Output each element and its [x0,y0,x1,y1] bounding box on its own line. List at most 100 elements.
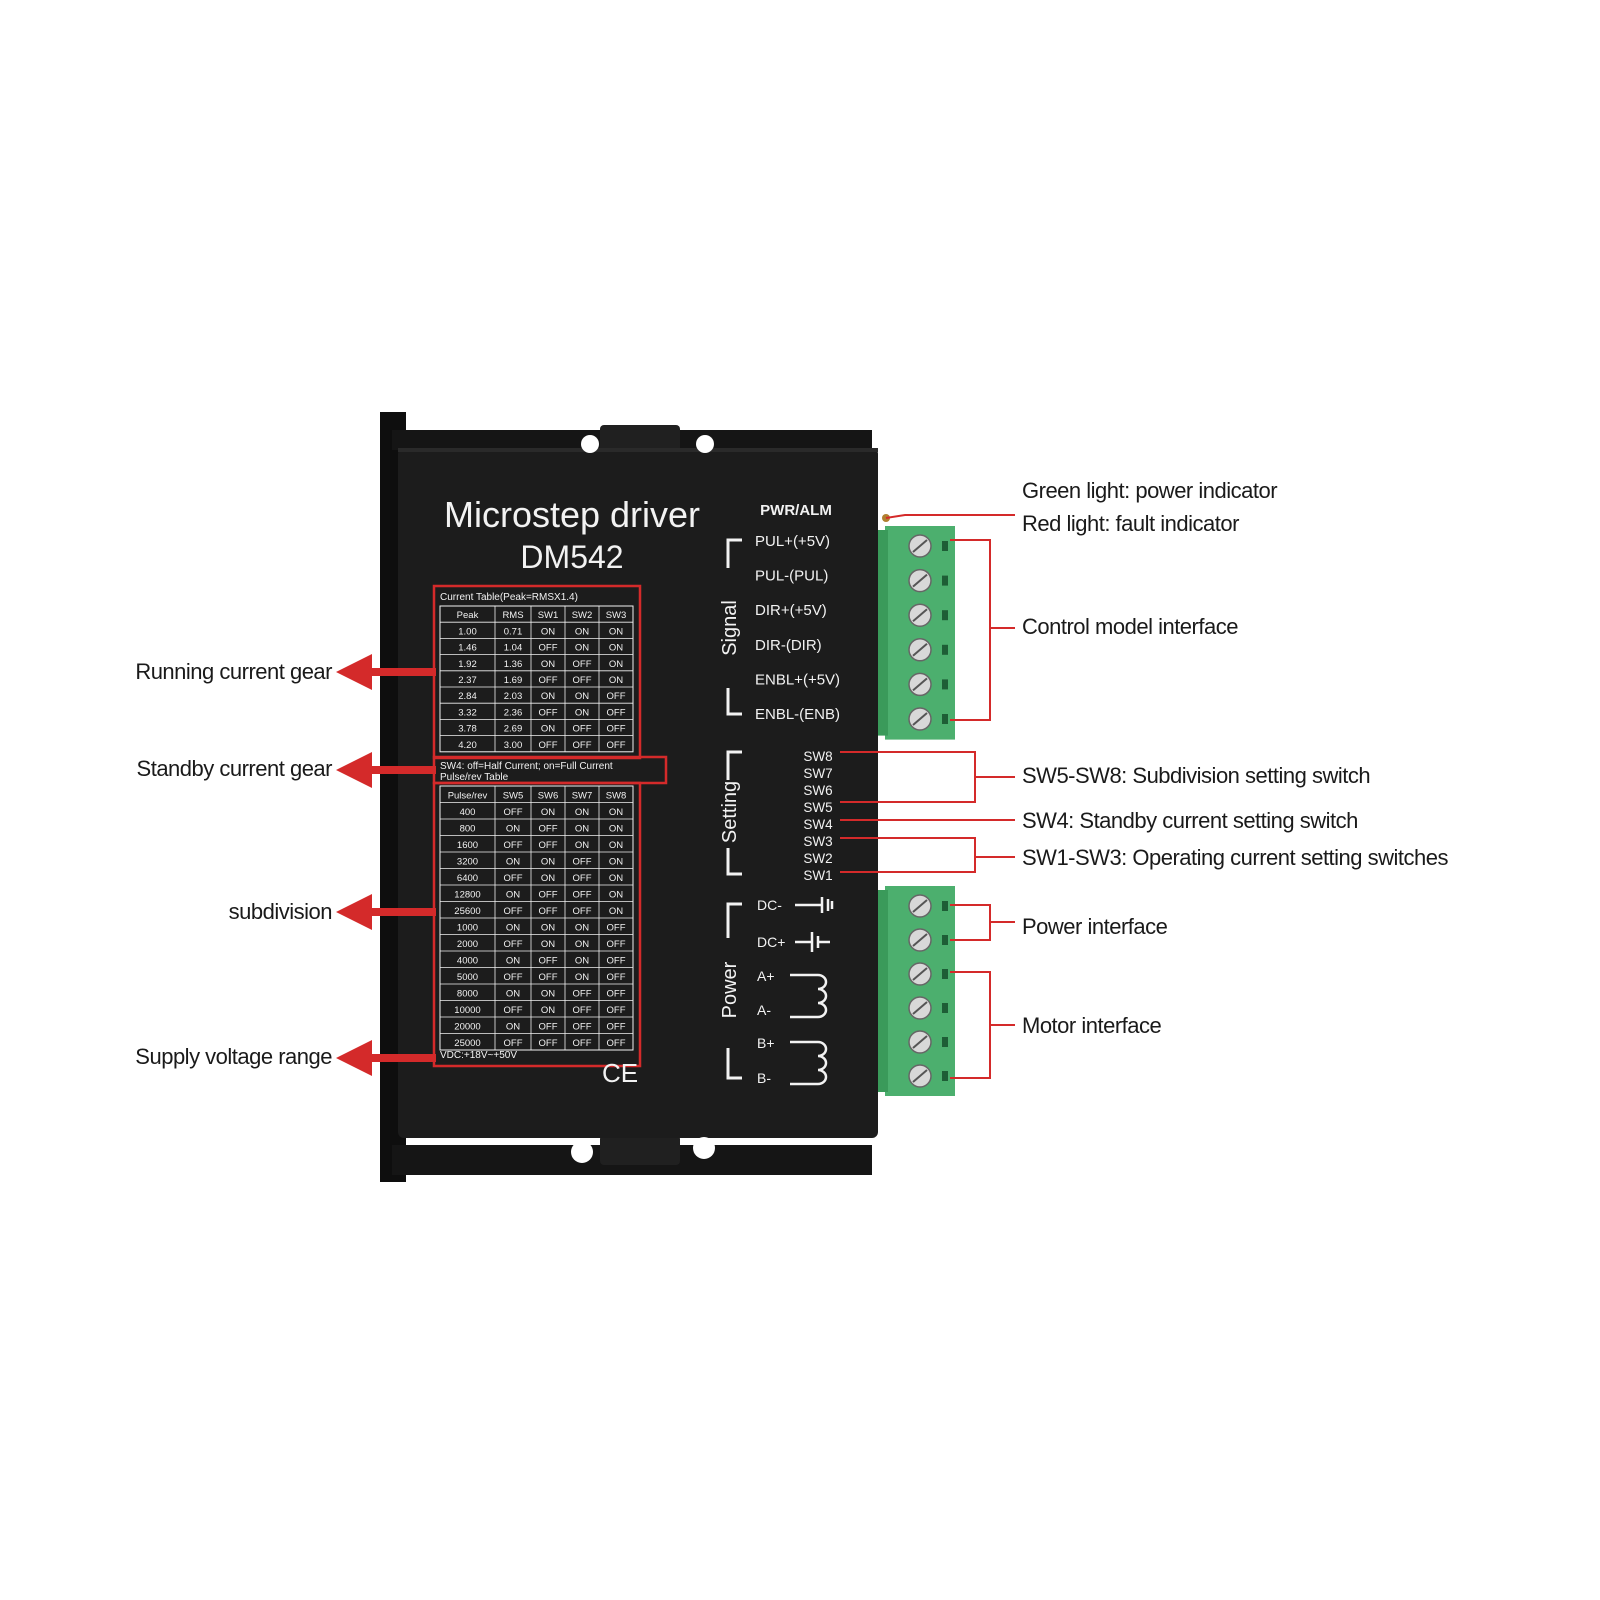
pulse-table-cell: ON [575,923,589,934]
current-table-cell: OFF [573,659,592,670]
pulse-table-cell: ON [609,873,623,884]
sw4-note: SW4: off=Half Current; on=Full Current [440,761,613,772]
signal-bracket [726,538,742,1080]
pulse-table-cell: OFF [504,807,523,818]
pulse-table-cell: ON [575,824,589,835]
current-table-cell: ON [541,724,555,735]
current-table-header-cell: Peak [457,610,479,621]
pulse-table-cell: 20000 [454,1022,480,1033]
pulse-table-cell: OFF [539,1038,558,1049]
current-table-cell: ON [575,626,589,637]
current-table-cell: ON [609,643,623,654]
signal-terminal-block [885,526,955,740]
pulse-table-cell: ON [575,956,589,967]
pulse-table-cell: 5000 [457,972,478,983]
pulse-table-cell: OFF [607,972,626,983]
mount-hole [696,435,714,453]
pulse-table-cell: ON [609,824,623,835]
current-table-cell: ON [541,691,555,702]
pulse-table-cell: ON [609,840,623,851]
signal-pin-label: ENBL+(+5V) [755,671,840,688]
pulse-table-header-cell: SW8 [606,791,627,802]
coil-symbols [790,973,828,1086]
pulse-table-cell: 4000 [457,956,478,967]
switch-label: SW8 [803,749,832,764]
pulse-table-cell: 3200 [457,857,478,868]
pulse-table-cell: ON [575,807,589,818]
pulse-table-cell: 1600 [457,840,478,851]
vdc-note: VDC:+18V~+50V [440,1050,517,1061]
callout-standby-current: Standby current gear [136,756,333,781]
pulse-table-cell: ON [506,1022,520,1033]
pulse-table-cell: OFF [573,989,592,1000]
power-pin-label: A+ [757,968,775,984]
mount-hole [693,1137,715,1159]
current-table-cell: 2.03 [504,691,523,702]
pulse-table-cell: OFF [573,890,592,901]
pulse-table-cell: OFF [607,1022,626,1033]
pulse-table-header-cell: SW6 [538,791,559,802]
pulse-table-cell: OFF [504,906,523,917]
pulse-table-cell: OFF [573,1022,592,1033]
group-label-power: Power [719,961,741,1018]
pulse-table-cell: OFF [504,1038,523,1049]
pulse-table-cell: 10000 [454,1005,480,1016]
pulse-table-cell: 400 [460,807,476,818]
current-table-cell: OFF [607,724,626,735]
switch-label: SW6 [803,783,832,798]
callout-running-current: Running current gear [135,659,332,684]
pulse-table-cell: 8000 [457,989,478,1000]
callout-arrow [336,654,436,690]
pin-labels: PUL+(+5V)PUL-(PUL)DIR+(+5V)DIR-(DIR)ENBL… [755,533,840,1086]
driver-body [398,448,878,1138]
pulse-table-cell: 1000 [457,923,478,934]
switch-label: SW5 [803,800,832,815]
signal-pin-label: DIR-(DIR) [755,637,822,654]
callout-power-interface: Power interface [1022,914,1168,939]
pulse-table-cell: OFF [607,923,626,934]
current-table-cell: ON [575,691,589,702]
current-table-cell: OFF [539,643,558,654]
callout-arrow [336,1040,436,1076]
current-table-cell: 3.00 [504,740,523,751]
pulse-table-cell: OFF [539,972,558,983]
pulse-table-cell: ON [541,989,555,1000]
terminal-blocks [878,526,955,1096]
signal-pin-label: ENBL-(ENB) [755,706,840,723]
pulse-table-cell: OFF [607,989,626,1000]
current-table-cell: 1.36 [504,659,523,670]
current-table-header-cell: SW2 [572,610,593,621]
pulse-table-cell: OFF [607,956,626,967]
signal-pin-label: PUL+(+5V) [755,533,830,550]
group-label-setting: Setting [719,781,741,843]
current-table-cell: 1.69 [504,675,523,686]
current-table-cell: OFF [573,724,592,735]
callout-subdivision: subdivision [228,899,333,924]
pwr-alm-label: PWR/ALM [760,502,832,519]
pulse-table-cell: ON [541,923,555,934]
pulse-table-cell: ON [541,1005,555,1016]
signal-pin-label: DIR+(+5V) [755,602,827,619]
callout-arrow [336,894,436,930]
switch-label: SW7 [803,766,832,781]
pulse-table-cell: OFF [573,1038,592,1049]
switch-label: SW3 [803,834,832,849]
current-table-cell: OFF [539,740,558,751]
callout-motor-interface: Motor interface [1022,1013,1162,1038]
pulse-table-cell: ON [609,890,623,901]
callout-arrow [336,752,436,788]
pulse-table-cell: OFF [573,857,592,868]
current-table-cell: 3.32 [458,707,477,718]
power-terminal-block [885,886,955,1096]
pulse-table-cell: ON [506,857,520,868]
pulse-table-cell: ON [575,939,589,950]
power-pin-label: DC- [757,897,782,913]
group-label-signal: Signal [719,600,741,656]
power-pin-label: DC+ [757,934,785,950]
pulse-table-cell: ON [575,840,589,851]
current-table-header-cell: SW1 [538,610,559,621]
pulse-table-cell: 800 [460,824,476,835]
callout-supply-voltage: Supply voltage range [135,1044,332,1069]
current-table-cell: 1.00 [458,626,477,637]
